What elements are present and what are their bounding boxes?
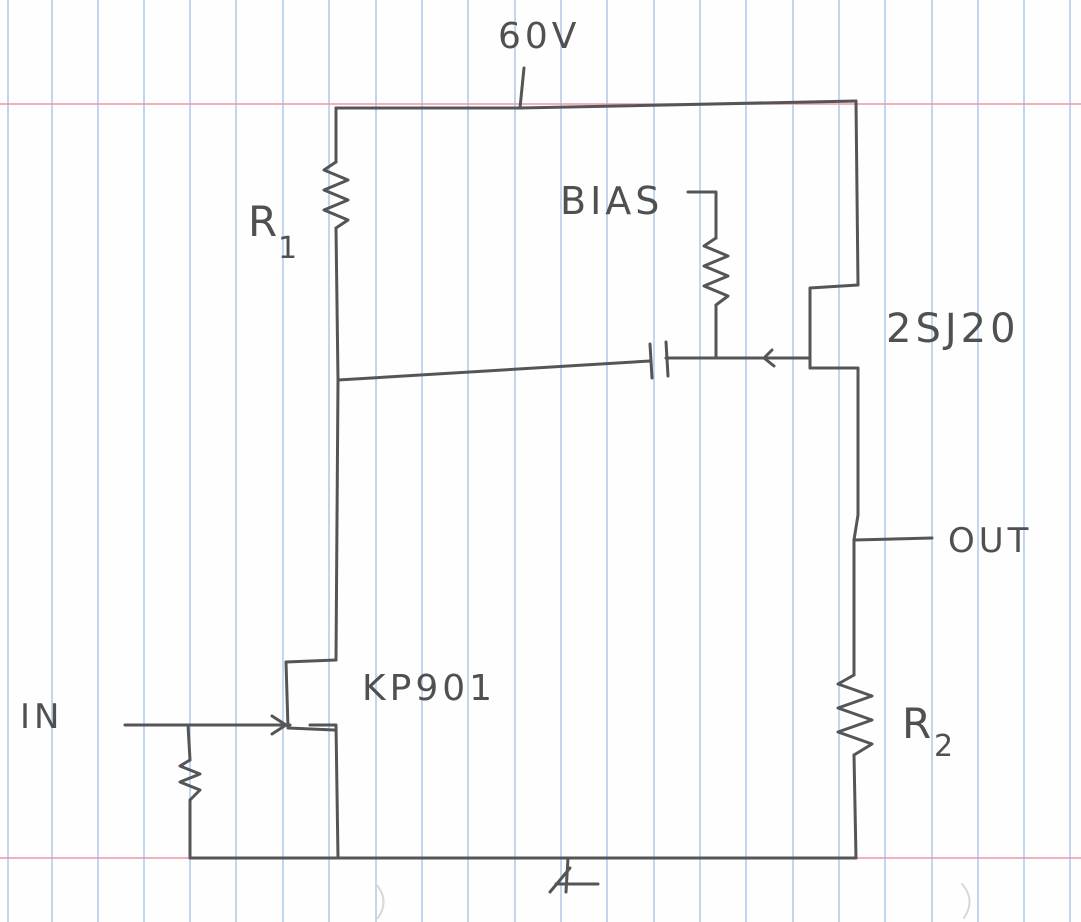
source-to-out-wire <box>808 366 860 542</box>
r2-subscript: 2 <box>934 729 953 764</box>
supply-stub-wire <box>518 66 526 110</box>
r1-label: R <box>248 197 281 246</box>
r1-subscript: 1 <box>278 231 297 266</box>
resistor-input <box>178 758 202 802</box>
ground-symbol-icon <box>548 856 600 894</box>
jfet-2sj20-label: 2SJ20 <box>886 306 1020 352</box>
bias-label: BIAS <box>560 179 663 223</box>
jfet-kp901 <box>248 658 338 736</box>
resistor-bias <box>702 236 730 307</box>
out-tap-wire <box>852 536 934 542</box>
jfet-channel <box>808 283 860 370</box>
r2-label: R <box>902 699 935 748</box>
right-rail-bottom-wire <box>852 753 858 860</box>
resistor-r1 <box>322 160 350 230</box>
labels: 60V R 1 BIAS 2SJ20 OUT IN KP901 R 2 <box>20 16 1032 764</box>
supply-voltage-label: 60V <box>498 16 580 57</box>
bias-node-wire <box>336 359 652 382</box>
out-label: OUT <box>948 521 1032 561</box>
input-source-wire <box>308 723 340 860</box>
kp901-label: KP901 <box>362 668 496 709</box>
wires <box>123 66 934 860</box>
right-rail-upper-wire <box>854 99 860 287</box>
punch-hole-marks <box>375 883 971 919</box>
in-label: IN <box>20 697 63 737</box>
capacitor-coupling <box>648 340 670 380</box>
resistor-r2 <box>836 673 874 757</box>
kp901-gate-arrow-icon <box>248 714 288 736</box>
jfet-gate-arrow-icon <box>762 348 810 368</box>
input-resistor-top-wire <box>186 723 192 762</box>
left-rail-mid-wire <box>334 226 340 662</box>
kp901-channel <box>284 658 338 732</box>
blue-rules <box>7 0 1071 922</box>
bias-top-wire <box>686 190 718 240</box>
jfet-2sj20 <box>762 283 860 370</box>
